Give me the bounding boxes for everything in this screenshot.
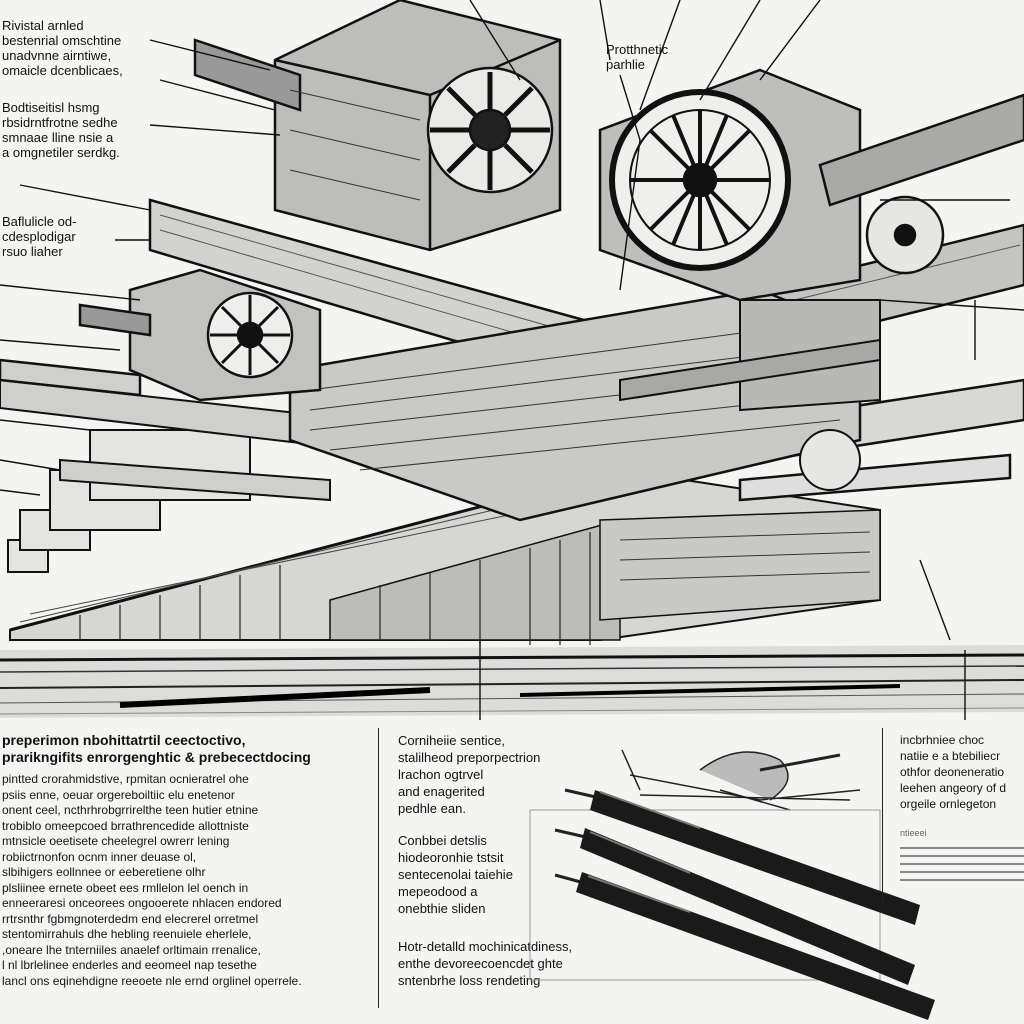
callout-4: Protthnetic parhlie bbox=[606, 42, 669, 72]
pen-3 bbox=[554, 872, 935, 1020]
left-column-body: pintted crorahmidstive, rpmitan ocnierat… bbox=[2, 772, 302, 988]
middle-column-block-2: Conbbei detslis hiodeoronhie tstsit sent… bbox=[398, 833, 513, 916]
left-engine-block bbox=[193, 0, 562, 252]
pen-1 bbox=[564, 788, 920, 925]
callout-3: Baflulicle od- cdesplodigar rsuo liaher bbox=[2, 214, 77, 259]
right-column-body: incbrhniee choc natiie e a btebiliecr ot… bbox=[900, 733, 1007, 811]
ground-plane bbox=[0, 645, 1024, 718]
right-lower-module bbox=[619, 299, 881, 491]
divider-left bbox=[378, 728, 379, 1008]
right-wheel-engine bbox=[598, 68, 1024, 302]
callout-2: Bodtiseitisl hsmg rbsidrntfrotne sedhe s… bbox=[2, 100, 120, 160]
divider-right bbox=[882, 728, 883, 908]
receding-modules bbox=[0, 378, 361, 573]
mid-rotor-module bbox=[0, 268, 322, 402]
middle-column-block-1: Corniheiie sentice, stalilheod preporpec… bbox=[398, 733, 541, 816]
base-structure bbox=[9, 468, 881, 645]
pen-2 bbox=[554, 828, 915, 985]
right-column-label: ntieeei bbox=[900, 828, 927, 838]
leader-lines bbox=[0, 0, 1024, 720]
left-column-title: preperimon nbohittatrtil ceectoctivo, pr… bbox=[2, 732, 311, 765]
callout-1: Rivistal arnled bestenrial omschtine una… bbox=[2, 18, 123, 78]
